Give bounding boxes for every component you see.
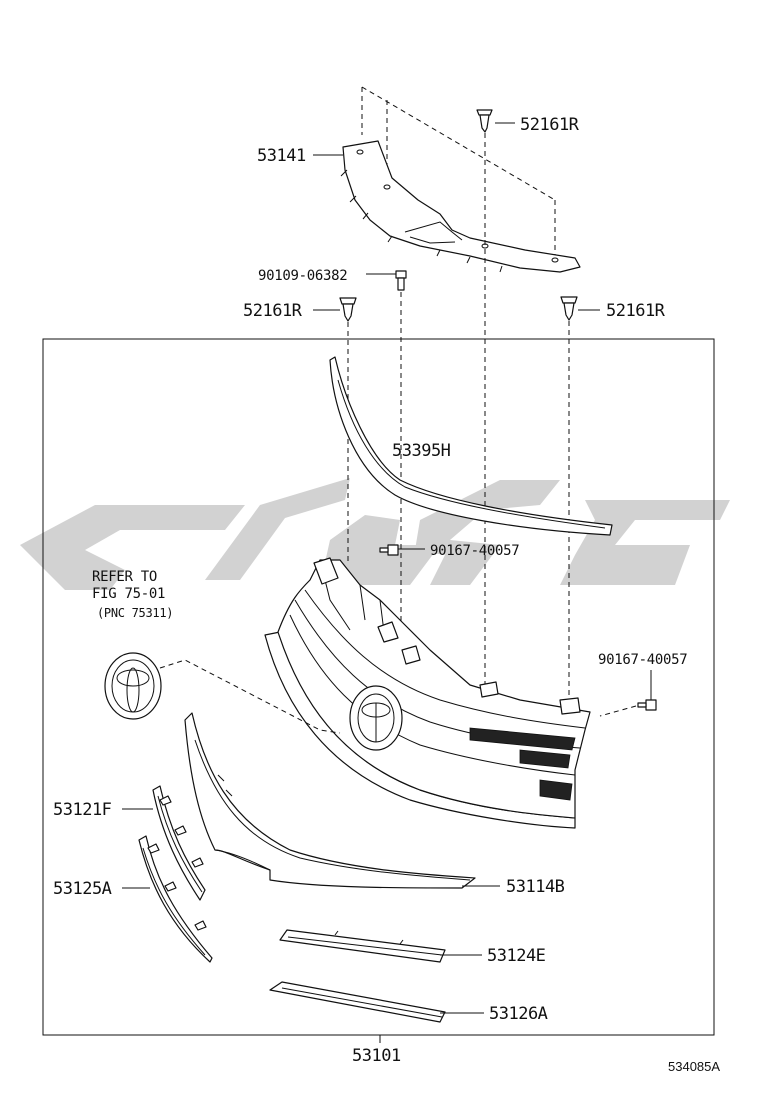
label-molding-top: 53395H bbox=[392, 441, 451, 461]
molding-53126a bbox=[269, 981, 446, 1023]
label-bolt-top: 90109-06382 bbox=[258, 268, 347, 284]
illustration-number: 534085A bbox=[668, 1059, 720, 1074]
label-molding-b: 53114B bbox=[506, 877, 565, 897]
label-screw-center: 90167-40057 bbox=[430, 543, 519, 559]
label-assembly: 53101 bbox=[352, 1046, 401, 1066]
screw-icon bbox=[379, 544, 399, 556]
label-molding-a: 53125A bbox=[53, 879, 112, 899]
leader-lines bbox=[122, 122, 652, 1014]
molding-53114b bbox=[184, 712, 476, 889]
grille-assembly bbox=[264, 557, 591, 829]
label-refer-line3: (PNC 75311) bbox=[97, 606, 173, 620]
cover-part bbox=[340, 86, 581, 273]
clip-icon bbox=[560, 296, 578, 705]
label-clip-left: 52161R bbox=[243, 301, 303, 321]
label-molding-e: 53124E bbox=[487, 946, 546, 966]
emblem-icon bbox=[104, 652, 341, 734]
molding-53121f bbox=[152, 785, 206, 901]
molding-53395h bbox=[329, 356, 613, 536]
label-cover: 53141 bbox=[257, 146, 306, 166]
label-molding-f: 53121F bbox=[53, 800, 112, 820]
molding-53125a bbox=[138, 835, 213, 963]
clip-icon bbox=[476, 109, 493, 240]
label-refer-line1: REFER TO bbox=[92, 569, 157, 585]
clip-icon bbox=[339, 297, 357, 562]
label-refer-line2: FIG 75-01 bbox=[92, 586, 165, 602]
label-clip-top: 52161R bbox=[520, 115, 580, 135]
assembly-frame bbox=[42, 338, 715, 1036]
molding-53124e bbox=[279, 929, 446, 963]
screw-icon bbox=[599, 699, 657, 717]
bolt-icon bbox=[395, 270, 407, 652]
label-molding-126: 53126A bbox=[489, 1004, 548, 1024]
label-clip-right: 52161R bbox=[606, 301, 666, 321]
label-screw-right: 90167-40057 bbox=[598, 652, 687, 668]
